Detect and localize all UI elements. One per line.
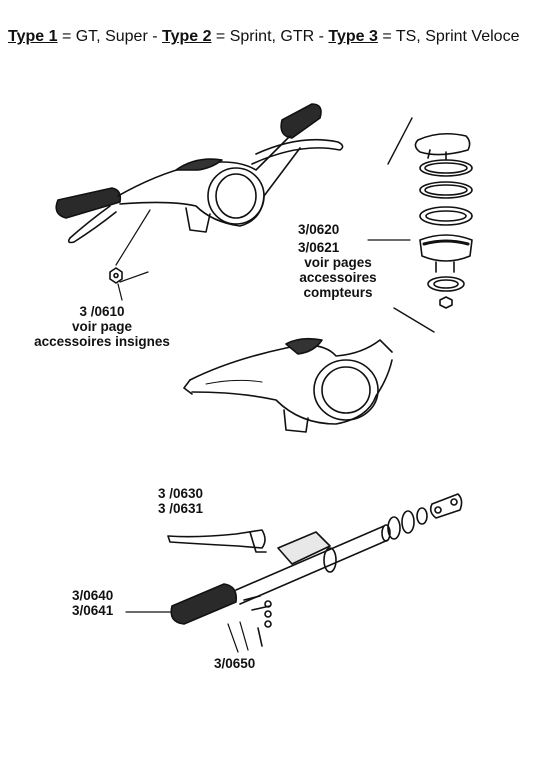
part-code-0620: 3/0620: [298, 222, 340, 237]
callout-062x-note-line1: voir pages: [304, 255, 372, 270]
callout-0610-note-line2: accessoires insignes: [34, 334, 170, 349]
callout-062x-note-line2: accessoires: [299, 270, 377, 285]
part-code-0650: 3/0650: [214, 656, 256, 671]
callout-0620-0621: 3/0620 3/0621 voir pages accessoires com…: [298, 222, 388, 300]
callout-0610-note-line1: voir page: [71, 319, 133, 334]
type-legend: Type 1 = GT, Super - Type 2 = Sprint, GT…: [8, 28, 519, 46]
type-1-models: = GT, Super -: [57, 28, 162, 45]
type-2-label: Type 2: [161, 28, 212, 45]
callout-062x-note-line3: compteurs: [303, 285, 373, 300]
part-code-0630: 3 /0630: [158, 486, 204, 501]
throttle-tube-drawing: [125, 493, 463, 653]
type-2-models: = Sprint, GTR -: [211, 28, 329, 45]
type-3-label: Type 3: [328, 28, 378, 45]
type-3-models: = TS, Sprint Veloce: [377, 28, 520, 45]
part-code-0640: 3/0640: [72, 588, 114, 603]
speedometer-parts-drawing: [367, 117, 473, 333]
callout-0650: 3/0650: [214, 656, 255, 671]
type-1-label: Type 1: [8, 28, 58, 45]
part-code-0631: 3 /0631: [158, 501, 204, 516]
callout-0610: 3 /0610 voir page accessoires insignes: [22, 304, 182, 349]
part-code-0621: 3/0621: [298, 240, 340, 255]
handlebar-assembly-drawing: [55, 103, 344, 301]
callout-0640-0641: 3/0640 3/0641: [72, 588, 113, 618]
callout-0630-0631: 3 /0630 3 /0631: [158, 486, 203, 516]
handlebar-body-drawing: [183, 337, 393, 433]
part-code-0610: 3 /0610: [79, 304, 125, 319]
part-code-0641: 3/0641: [72, 603, 114, 618]
